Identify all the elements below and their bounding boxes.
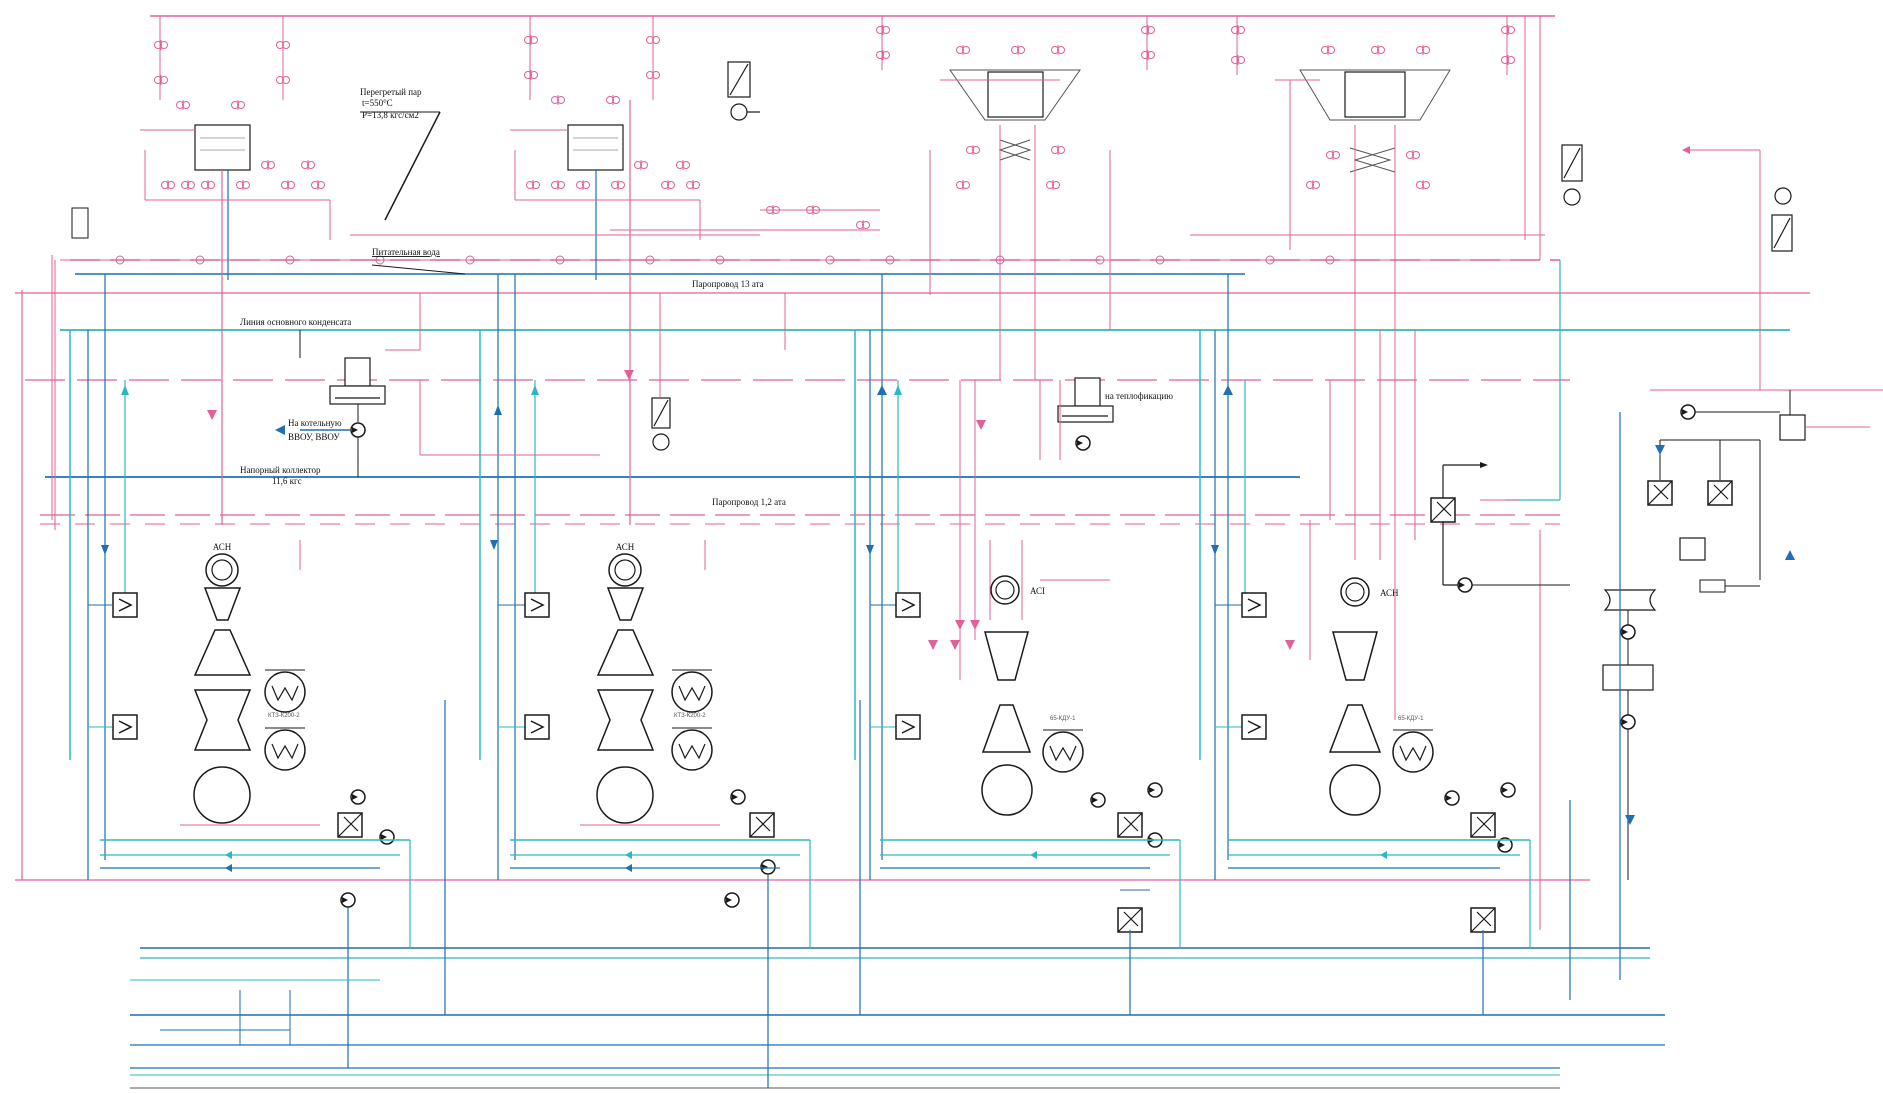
misc-piping xyxy=(130,293,1520,1045)
pressure-collector-label-1: Напорный коллектор xyxy=(240,465,321,475)
superheated-steam-callout: Перегретый пар t=550°C P=13,8 кгс/см2 Пи… xyxy=(360,87,466,275)
header-labels: Паропровод 13 ата Линия основного конден… xyxy=(240,279,1173,507)
boiler-blocks xyxy=(194,69,1451,525)
top-steam-piping xyxy=(140,16,1545,560)
instrument-box xyxy=(71,207,89,239)
unit-1-acn-label: АСН xyxy=(213,542,232,552)
heating-pump xyxy=(1075,435,1091,451)
unit-1-turbine-label: КТЗ-К200-2 xyxy=(268,713,300,719)
auxiliary-equipment xyxy=(1430,146,1883,980)
unit-3-acn-label: АСI xyxy=(1030,586,1045,596)
to-boiler-label-2: ВВОУ, ВВОУ xyxy=(288,432,340,442)
unit-3: АСI 65-КДУ-1 xyxy=(854,274,1181,1015)
to-heating-label: на теплофикацию xyxy=(1105,391,1173,401)
to-boiler-label-1: На котельную xyxy=(288,418,342,428)
superheated-steam-temp: t=550°C xyxy=(362,98,393,108)
feedwater-header-fittings xyxy=(115,255,1335,265)
deaerator-units xyxy=(329,357,1114,423)
return-condensate-label: Линия основного конденсата xyxy=(240,317,351,327)
unit-3-turbine-label: 65-КДУ-1 xyxy=(1050,716,1076,722)
superheated-steam-pressure: P=13,8 кгс/см2 xyxy=(362,110,419,120)
steam-12-label: Паропровод 1,2 ата xyxy=(712,497,786,507)
unit-2: АСН КТЗ-К200-2 xyxy=(479,274,861,1088)
unit-1: АСН КТЗ-К200-2 xyxy=(69,274,446,1068)
superheated-steam-label: Перегретый пар xyxy=(360,87,422,97)
pressure-collector-label-2: 11,6 кгс xyxy=(272,476,302,486)
to-boiler-pump: На котельную ВВОУ, ВВОУ xyxy=(275,404,366,477)
main-headers xyxy=(15,15,1810,1089)
steam-valves xyxy=(154,24,1515,231)
feed-water-label: Питательная вода xyxy=(372,247,440,257)
unit-2-turbine-label: КТЗ-К200-2 xyxy=(674,713,706,719)
unit-2-acn-label: АСН xyxy=(616,542,635,552)
turbine-units: АСН КТЗ-К200-2 xyxy=(69,274,1571,1088)
ejector-symbols xyxy=(651,61,1793,451)
unit-4-acn-label: АСН xyxy=(1380,588,1399,598)
steam-13-label: Паропровод 13 ата xyxy=(692,279,764,289)
unit-4-turbine-label: 65-КДУ-1 xyxy=(1398,716,1424,722)
unit-4: АСН 65-КДУ-1 xyxy=(1199,274,1571,1015)
